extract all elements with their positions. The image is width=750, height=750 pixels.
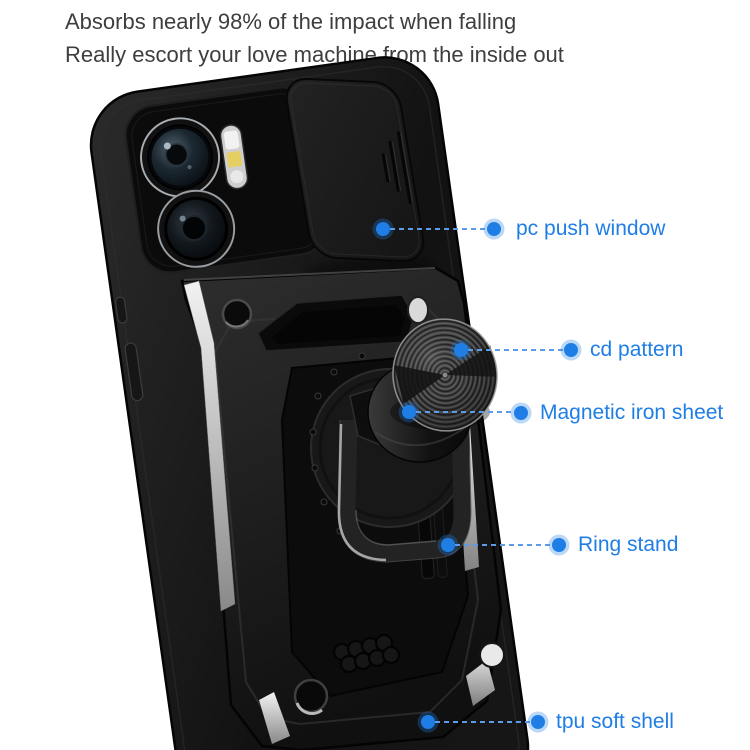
feature-point-pc-push-window xyxy=(376,222,390,236)
silver-accent-left xyxy=(183,280,236,612)
camera-lens-top xyxy=(140,117,221,198)
leader-line xyxy=(416,411,514,413)
plate-top-rim-highlight xyxy=(183,267,436,281)
honeycomb-mesh xyxy=(332,633,401,674)
disc-notch-right xyxy=(445,345,497,377)
screw-top-left xyxy=(221,298,253,330)
label-dot xyxy=(531,715,545,729)
feature-point-cd-pattern xyxy=(454,343,468,357)
feature-point-magnetic-iron-sheet xyxy=(402,405,416,419)
headline: Absorbs nearly 98% of the impact when fa… xyxy=(65,5,564,71)
cd-pattern-disc xyxy=(392,318,498,432)
feature-point-tpu-soft-shell xyxy=(421,715,435,729)
label-dot xyxy=(564,343,578,357)
flash-module xyxy=(219,124,249,190)
feature-label-cd-pattern: cd pattern xyxy=(590,338,684,361)
screw-bottom-right xyxy=(479,642,505,668)
feature-label-tpu-soft-shell: tpu soft shell xyxy=(556,710,674,733)
camera-module xyxy=(124,86,329,274)
leader-line xyxy=(468,349,564,351)
headline-line2: Really escort your love machine from the… xyxy=(65,42,564,67)
camera-lens-bottom xyxy=(157,189,236,268)
feature-point-ring-stand xyxy=(441,538,455,552)
side-button-volume xyxy=(124,342,144,402)
headline-line1: Absorbs nearly 98% of the impact when fa… xyxy=(65,9,517,34)
silver-accent-bottom-right xyxy=(466,660,495,706)
feature-label-ring-stand: Ring stand xyxy=(578,533,679,556)
ring-silver-edge xyxy=(337,423,387,562)
screw-top-right xyxy=(407,296,429,324)
label-dot xyxy=(552,538,566,552)
plate-top-slot xyxy=(257,294,415,352)
lens-glint xyxy=(179,215,186,222)
lens-glint xyxy=(163,142,171,150)
feature-label-magnetic-iron-sheet: Magnetic iron sheet xyxy=(540,401,724,424)
silver-accent-bottom-left xyxy=(259,692,290,744)
ring-stand xyxy=(337,419,472,563)
kickstand-armor-plate xyxy=(180,266,505,750)
plate-screws xyxy=(221,296,505,715)
label-dot xyxy=(487,222,501,236)
feature-label-pc-push-window: pc push window xyxy=(516,217,666,240)
leader-line xyxy=(435,721,531,723)
disc-notch-left xyxy=(394,364,445,405)
push-window-slider xyxy=(285,78,425,262)
slider-grip-slits xyxy=(381,131,414,205)
leader-line xyxy=(455,544,552,546)
leader-line xyxy=(390,228,487,230)
side-button-small xyxy=(114,296,128,324)
label-dot xyxy=(514,406,528,420)
